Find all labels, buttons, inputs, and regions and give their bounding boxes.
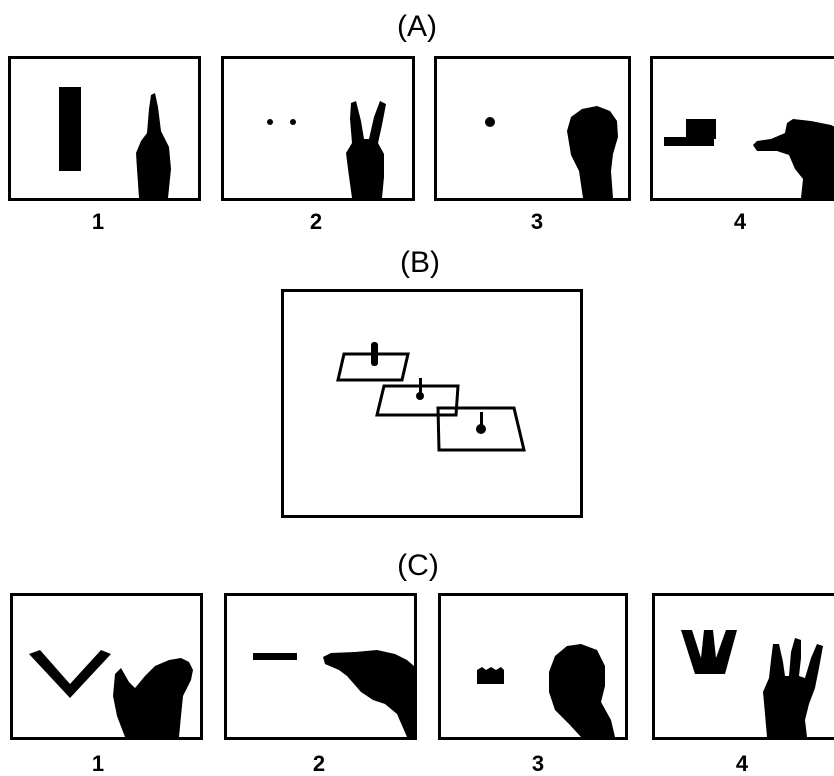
panel-a4	[650, 56, 834, 201]
hand-fist-icon	[549, 644, 615, 737]
flat-block-shape	[686, 119, 716, 139]
panel-c4	[652, 593, 834, 740]
hand-pointing-left-icon	[753, 119, 834, 198]
horizontal-line-shape	[253, 653, 297, 660]
dot-shape	[290, 119, 296, 125]
dot-shape	[485, 117, 495, 127]
plate-with-tall-peg-shape	[336, 342, 410, 382]
block-shape	[477, 667, 504, 684]
section-c-label: (C)	[397, 549, 439, 582]
panel-a1-number: 1	[91, 209, 105, 234]
section-b-label: (B)	[400, 246, 440, 279]
hand-pointing-icon	[323, 650, 414, 737]
hand-three-fingers-icon	[763, 638, 823, 737]
panel-a2	[221, 56, 415, 201]
section-a-label: (A)	[397, 10, 437, 43]
panel-a3-number: 3	[530, 209, 544, 234]
flat-bar-shape	[664, 137, 714, 146]
panel-a1	[8, 56, 201, 201]
panel-c2	[224, 593, 417, 740]
hand-two-fingers-icon	[346, 101, 386, 198]
panel-a3	[434, 56, 631, 201]
plate-with-medium-peg-shape	[375, 378, 460, 417]
hand-fist-icon	[567, 106, 618, 198]
vertical-bar-shape	[59, 87, 81, 171]
panel-a2-number: 2	[309, 209, 323, 234]
hand-one-finger-icon	[136, 93, 171, 198]
panel-c4-number: 4	[735, 751, 749, 776]
panel-c3	[438, 593, 628, 740]
dot-shape	[267, 119, 273, 125]
w-shape	[681, 630, 737, 674]
plate-with-pin-shape	[436, 406, 526, 452]
panel-c3-number: 3	[531, 751, 545, 776]
v-shape	[29, 650, 111, 698]
panel-c1	[10, 593, 203, 740]
panel-c2-number: 2	[312, 751, 326, 776]
panel-b	[281, 289, 583, 518]
hand-spread-icon	[113, 658, 193, 737]
panel-a4-number: 4	[733, 209, 747, 234]
panel-c1-number: 1	[91, 751, 105, 776]
